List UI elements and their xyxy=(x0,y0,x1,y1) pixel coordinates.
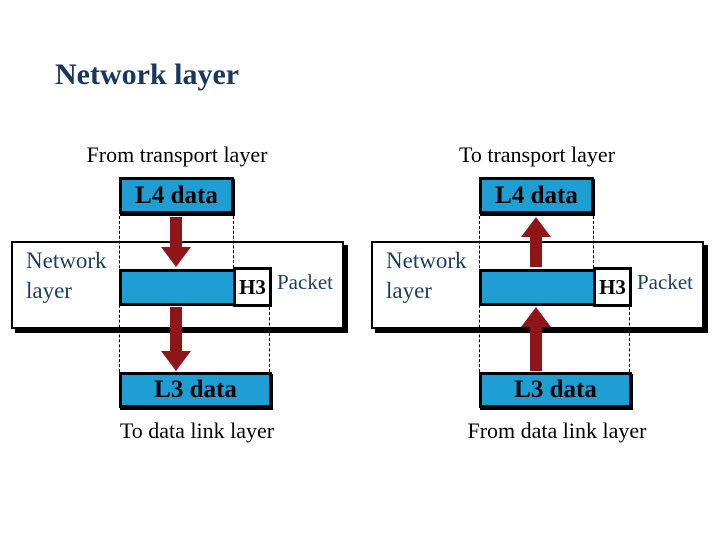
down-arrow-icon xyxy=(161,217,191,267)
packet-body-box xyxy=(479,269,596,306)
h3-header-box: H3 xyxy=(593,267,632,307)
h3-header-box: H3 xyxy=(233,267,272,307)
dashed-guide-line xyxy=(629,307,630,372)
l4-data-box: L4 data xyxy=(479,177,594,214)
page-title: Network layer xyxy=(55,58,240,91)
top-caption: From transport layer xyxy=(86,142,268,167)
diagram-receive: To transport layer Network layer L4 data… xyxy=(360,0,720,540)
packet-body-box xyxy=(119,269,236,306)
bottom-caption: From data link layer xyxy=(467,418,647,443)
top-caption: To transport layer xyxy=(458,142,616,167)
packet-label: Packet xyxy=(637,270,693,294)
l4-data-box: L4 data xyxy=(119,177,234,214)
packet-label: Packet xyxy=(277,270,333,294)
network-layer-label: Network layer xyxy=(26,248,107,303)
dashed-guide-line xyxy=(593,216,594,268)
up-arrow-icon xyxy=(521,217,551,267)
dashed-guide-line xyxy=(269,307,270,372)
bottom-caption: To data link layer xyxy=(119,418,275,443)
down-arrow-icon xyxy=(161,307,191,371)
diagram-send: From transport layer Network layer L4 da… xyxy=(11,142,344,443)
up-arrow-icon xyxy=(521,307,551,371)
l3-data-box: L3 data xyxy=(119,372,272,408)
l3-data-box: L3 data xyxy=(479,372,632,408)
network-layer-label: Network layer xyxy=(386,248,467,303)
dashed-guide-line xyxy=(233,216,234,268)
